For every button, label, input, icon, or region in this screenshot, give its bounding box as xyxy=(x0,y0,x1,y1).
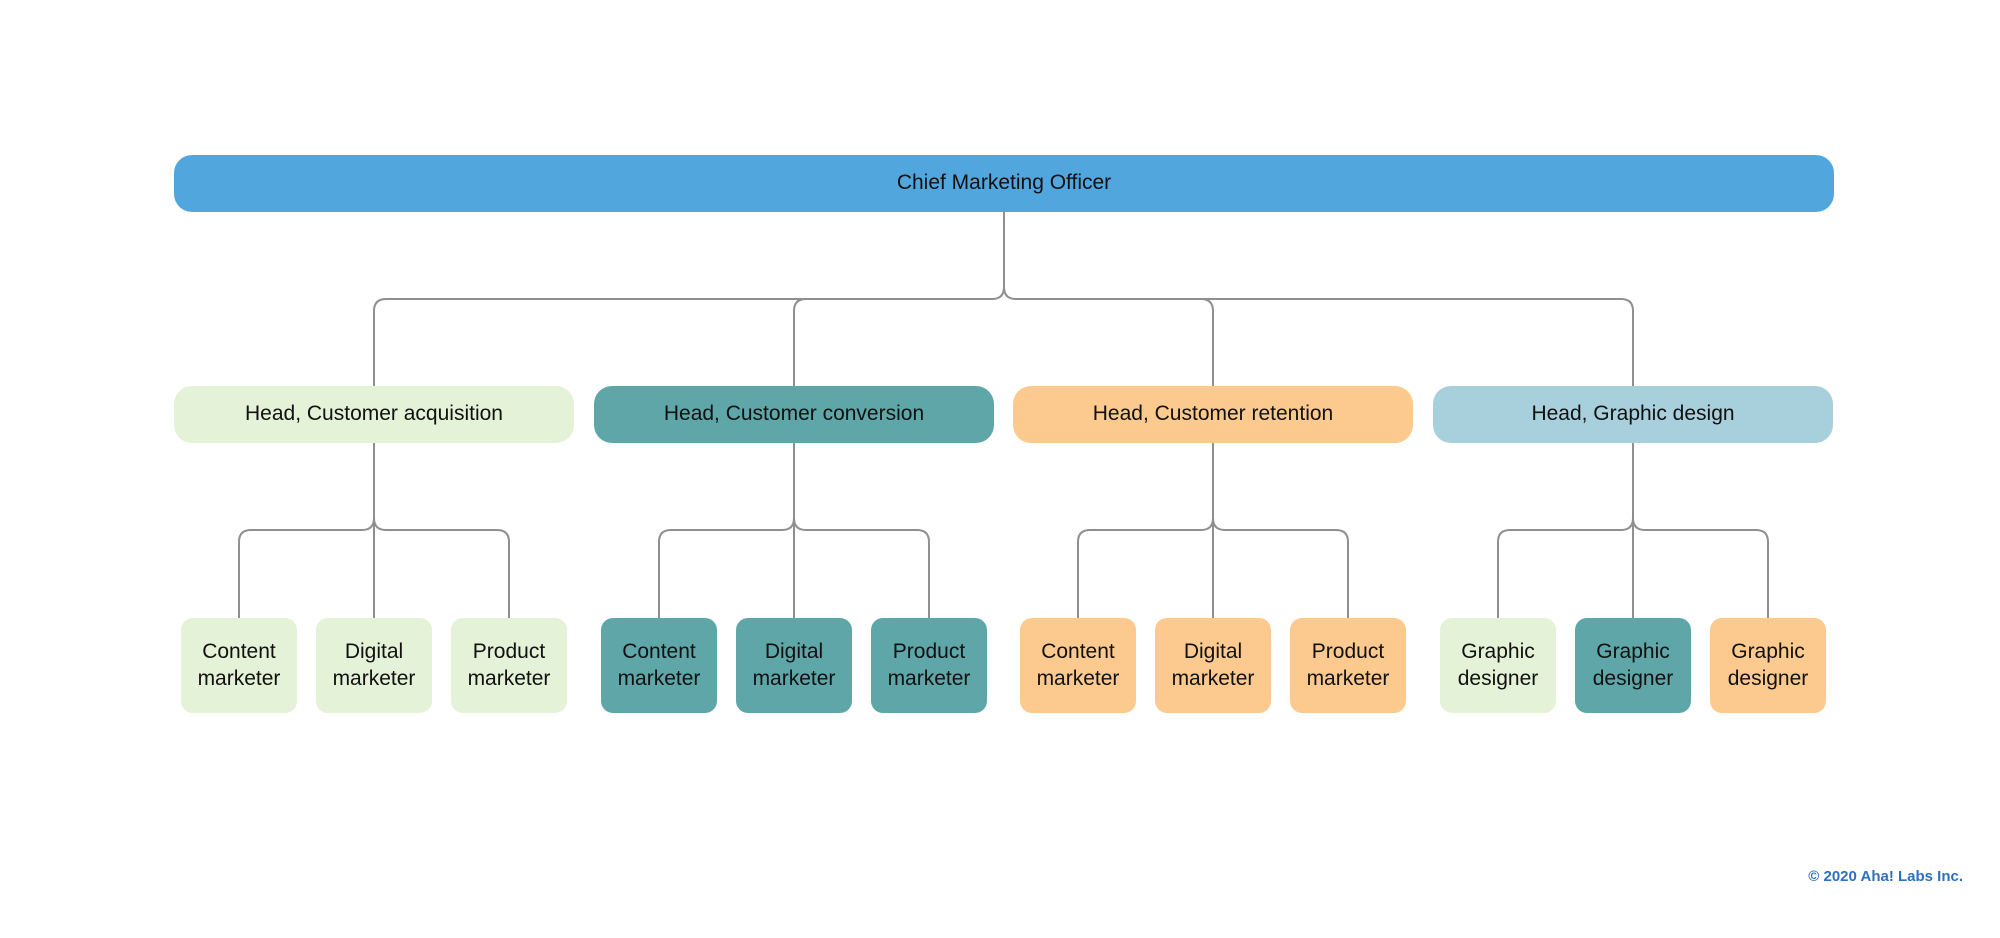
head-customer-retention-label: Head, Customer retention xyxy=(1092,402,1334,426)
role-node-acquisition-product-marketer: Product marketer xyxy=(451,618,567,713)
connector-head-3-right-role xyxy=(1632,517,1769,618)
role-label: Digital marketer xyxy=(752,640,836,690)
chief-marketing-officer-label: Chief Marketing Officer xyxy=(896,171,1112,195)
role-label: Graphic designer xyxy=(1592,640,1674,690)
role-label: Content marketer xyxy=(617,640,701,690)
connector-head-3-left-role xyxy=(1497,517,1634,618)
role-node-graphic-designer: Graphic designer xyxy=(1710,618,1826,713)
role-node-conversion-digital-marketer: Digital marketer xyxy=(736,618,852,713)
connector-head-2-left-role xyxy=(1077,517,1214,618)
connector-head-0-right-role xyxy=(373,517,510,618)
connector-to-head-retention xyxy=(1016,298,1214,386)
role-label: Digital marketer xyxy=(1171,640,1255,690)
role-label: Product marketer xyxy=(887,640,971,690)
role-node-conversion-product-marketer: Product marketer xyxy=(871,618,987,713)
connector-to-head-conversion xyxy=(793,298,992,386)
head-customer-acquisition-node: Head, Customer acquisition xyxy=(174,386,574,443)
head-customer-retention-node: Head, Customer retention xyxy=(1013,386,1413,443)
role-node-retention-product-marketer: Product marketer xyxy=(1290,618,1406,713)
copyright-notice: © 2020 Aha! Labs Inc. xyxy=(1808,868,1963,885)
role-label: Graphic designer xyxy=(1727,640,1809,690)
role-label: Digital marketer xyxy=(332,640,416,690)
role-node-graphic-designer: Graphic designer xyxy=(1575,618,1691,713)
role-node-retention-digital-marketer: Digital marketer xyxy=(1155,618,1271,713)
chief-marketing-officer-node: Chief Marketing Officer xyxy=(174,155,1834,212)
role-node-acquisition-content-marketer: Content marketer xyxy=(181,618,297,713)
connector-head-0-left-role xyxy=(238,517,375,618)
head-customer-acquisition-label: Head, Customer acquisition xyxy=(245,402,503,426)
connector-head-1-right-role xyxy=(793,517,930,618)
role-label: Content marketer xyxy=(1036,640,1120,690)
role-label: Graphic designer xyxy=(1457,640,1539,690)
role-node-acquisition-digital-marketer: Digital marketer xyxy=(316,618,432,713)
role-node-retention-content-marketer: Content marketer xyxy=(1020,618,1136,713)
head-graphic-design-label: Head, Graphic design xyxy=(1531,402,1735,426)
head-customer-conversion-label: Head, Customer conversion xyxy=(663,402,925,426)
role-label: Product marketer xyxy=(467,640,551,690)
role-node-conversion-content-marketer: Content marketer xyxy=(601,618,717,713)
role-label: Product marketer xyxy=(1306,640,1390,690)
head-customer-conversion-node: Head, Customer conversion xyxy=(594,386,994,443)
connector-to-head-acquisition xyxy=(373,286,1005,386)
role-label: Content marketer xyxy=(197,640,281,690)
connector-to-head-graphic-design xyxy=(1003,286,1634,386)
connector-head-2-right-role xyxy=(1212,517,1349,618)
role-node-graphic-designer: Graphic designer xyxy=(1440,618,1556,713)
head-graphic-design-node: Head, Graphic design xyxy=(1433,386,1833,443)
connector-head-1-left-role xyxy=(658,517,795,618)
